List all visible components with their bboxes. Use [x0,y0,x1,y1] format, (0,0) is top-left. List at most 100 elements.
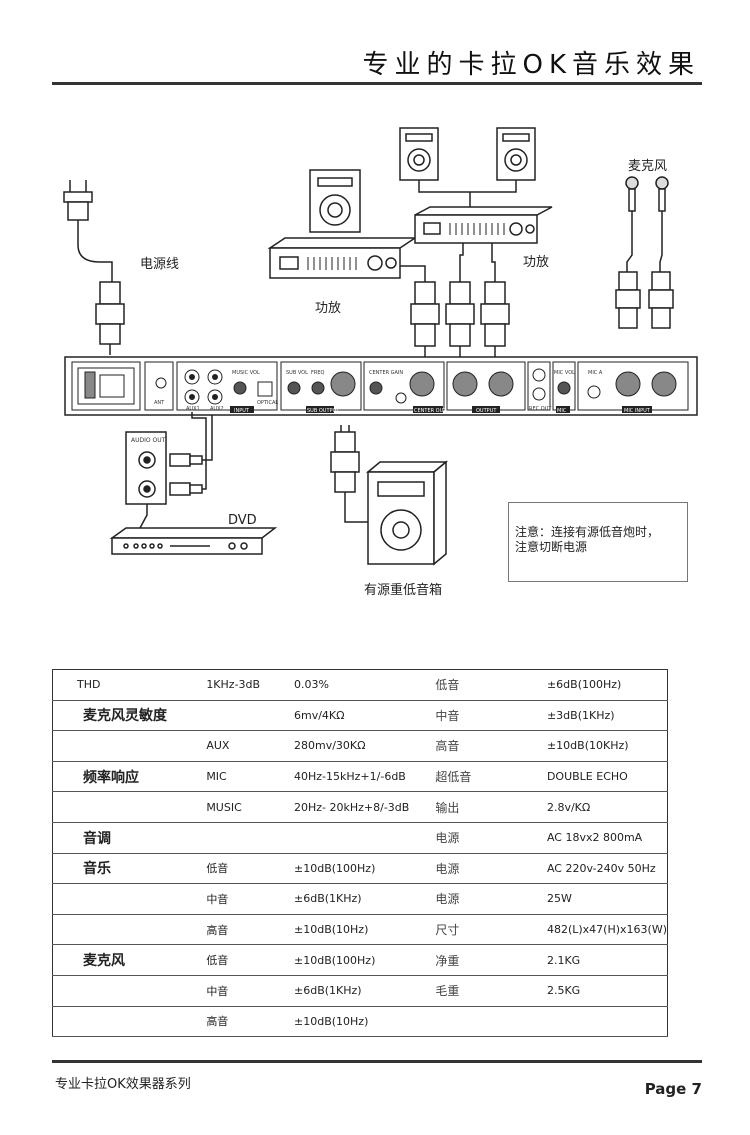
spec-cell-col4: 毛重 [435,975,547,1007]
panel-center-output-label: CENTER OUTPUT [414,408,457,414]
panel-mic-label: MIC [557,408,567,414]
footer-divider [52,1060,702,1063]
spec-cell-col4: 高音 [435,730,547,762]
spec-cell-col3: ±10dB(10Hz) [294,1006,436,1038]
audio-out-connector-icon [125,412,213,529]
speaker-right-icons [399,127,536,210]
spec-cell-col2: 中音 [206,975,294,1007]
panel-optical-label: OPTICAL [257,400,278,406]
spec-cell-col4: 电源 [435,883,547,915]
spec-cell-col3: ±10dB(100Hz) [294,944,436,976]
spec-cell-col3: 6mv/4KΩ [294,700,436,732]
panel-aux2-label: AUX2 [210,406,224,412]
panel-music-vol-label: MUSIC VOL [232,370,260,376]
spec-cell-col5: ±6dB(100Hz) [546,669,668,701]
spec-cell-col3: 280mv/30KΩ [294,730,436,762]
spec-cell-col5: AC 18vx2 800mA [546,822,668,854]
panel-aux1-label: AUX1 [186,406,200,412]
spec-cell-col5: 482(L)x47(H)x163(W) [546,914,668,946]
spec-cell-col1 [52,791,207,823]
spec-cell-col4: 净重 [435,944,547,976]
amplifier-left-icon [267,237,418,279]
spec-cell-col4: 尺寸 [435,914,547,946]
panel-output-label: OUTPUT [476,408,497,414]
panel-input-label: INPUT [234,408,250,414]
audio-out-label: AUDIO OUT [131,437,166,444]
panel-mic-input-label: MIC INPUT [624,408,651,414]
spec-cell-col4: 低音 [435,669,547,701]
panel-sub-vol-label: SUB VOL [286,370,308,376]
note-line-1: 注意：连接有源低音炮时， [515,525,660,539]
spec-cell-col4: 输出 [435,791,547,823]
spec-cell-col5 [546,1006,668,1038]
microphone-label: 麦克风 [628,159,667,174]
spec-row: 高音±10dB(10Hz) [52,1006,668,1038]
spec-cell-col2: AUX [206,730,294,762]
spec-cell-col5: AC 220v-240v 50Hz [546,853,668,885]
spec-cell-col1: 音乐 [52,853,207,885]
spec-cell-col1 [52,730,207,762]
spec-cell-col1 [52,1006,207,1038]
note-box: 注意：连接有源低音炮时， 注意切断电源 [508,502,688,582]
rear-panel: ANT AUX1 AUX2 MUSIC VOL OPTICAL INPUT SU… [64,356,698,416]
spec-cell-col4 [435,1006,547,1038]
amplifier-left-label: 功放 [315,301,341,316]
page-number: Page 7 [644,1080,702,1098]
spec-cell-col2: MIC [206,761,294,793]
spec-cell-col1: 频率响应 [52,761,207,793]
spec-cell-col3: 40Hz-15kHz+1/-6dB [294,761,436,793]
spec-cell-col3: 20Hz- 20kHz+8/-3dB [294,791,436,823]
panel-mic-a-label: MIC A [588,370,603,376]
spec-cell-col4: 中音 [435,700,547,732]
subwoofer-label: 有源重低音箱 [364,582,442,598]
amplifier-right-label: 功放 [523,255,549,270]
dvd-label: DVD [228,513,257,528]
spec-cell-col5: 2.5KG [546,975,668,1007]
amplifier-right-icon [414,206,553,244]
panel-ant-label: ANT [154,400,165,406]
microphone-icons [615,176,674,329]
spec-cell-col1: 麦克风灵敏度 [52,700,207,732]
spec-cell-col3: ±6dB(1KHz) [294,975,436,1007]
spec-cell-col1 [52,883,207,915]
panel-rec-out-label: REC OUT [529,406,552,412]
spec-cell-col2: 中音 [206,883,294,915]
spec-cell-col1: THD [52,669,207,701]
spec-cell-col5: ±10dB(10KHz) [546,730,668,762]
spec-cell-col3: ±6dB(1KHz) [294,883,436,915]
spec-cell-col2: MUSIC [206,791,294,823]
panel-freq-label: FREQ [311,370,325,376]
note-line-2: 注意切断电源 [515,540,588,554]
spec-cell-col3: 0.03% [294,669,436,701]
spec-cell-col2 [206,700,294,732]
speaker-left-icon [309,169,361,233]
power-plug-icon [63,180,125,355]
spec-cell-col3: ±10dB(100Hz) [294,853,436,885]
power-cord-label: 电源线 [140,257,179,272]
spec-cell-col5: ±3dB(1KHz) [546,700,668,732]
spec-cell-col1: 麦克风 [52,944,207,976]
spec-cell-col4: 电源 [435,853,547,885]
panel-center-gain-label: CENTER GAIN [369,370,403,376]
spec-cell-col1 [52,914,207,946]
subwoofer-icon [330,425,449,566]
spec-cell-col5: 2.8v/KΩ [546,791,668,823]
xlr-cable-icons [400,243,510,357]
panel-sub-output-label: SUB OUTPUT [307,408,340,414]
spec-cell-col5: 2.1KG [546,944,668,976]
spec-cell-col3: ±10dB(10Hz) [294,914,436,946]
spec-cell-col2 [206,822,294,854]
spec-cell-col1: 音调 [52,822,207,854]
spec-cell-col1 [52,975,207,1007]
spec-cell-col2: 低音 [206,853,294,885]
spec-cell-col5: DOUBLE ECHO [546,761,668,793]
